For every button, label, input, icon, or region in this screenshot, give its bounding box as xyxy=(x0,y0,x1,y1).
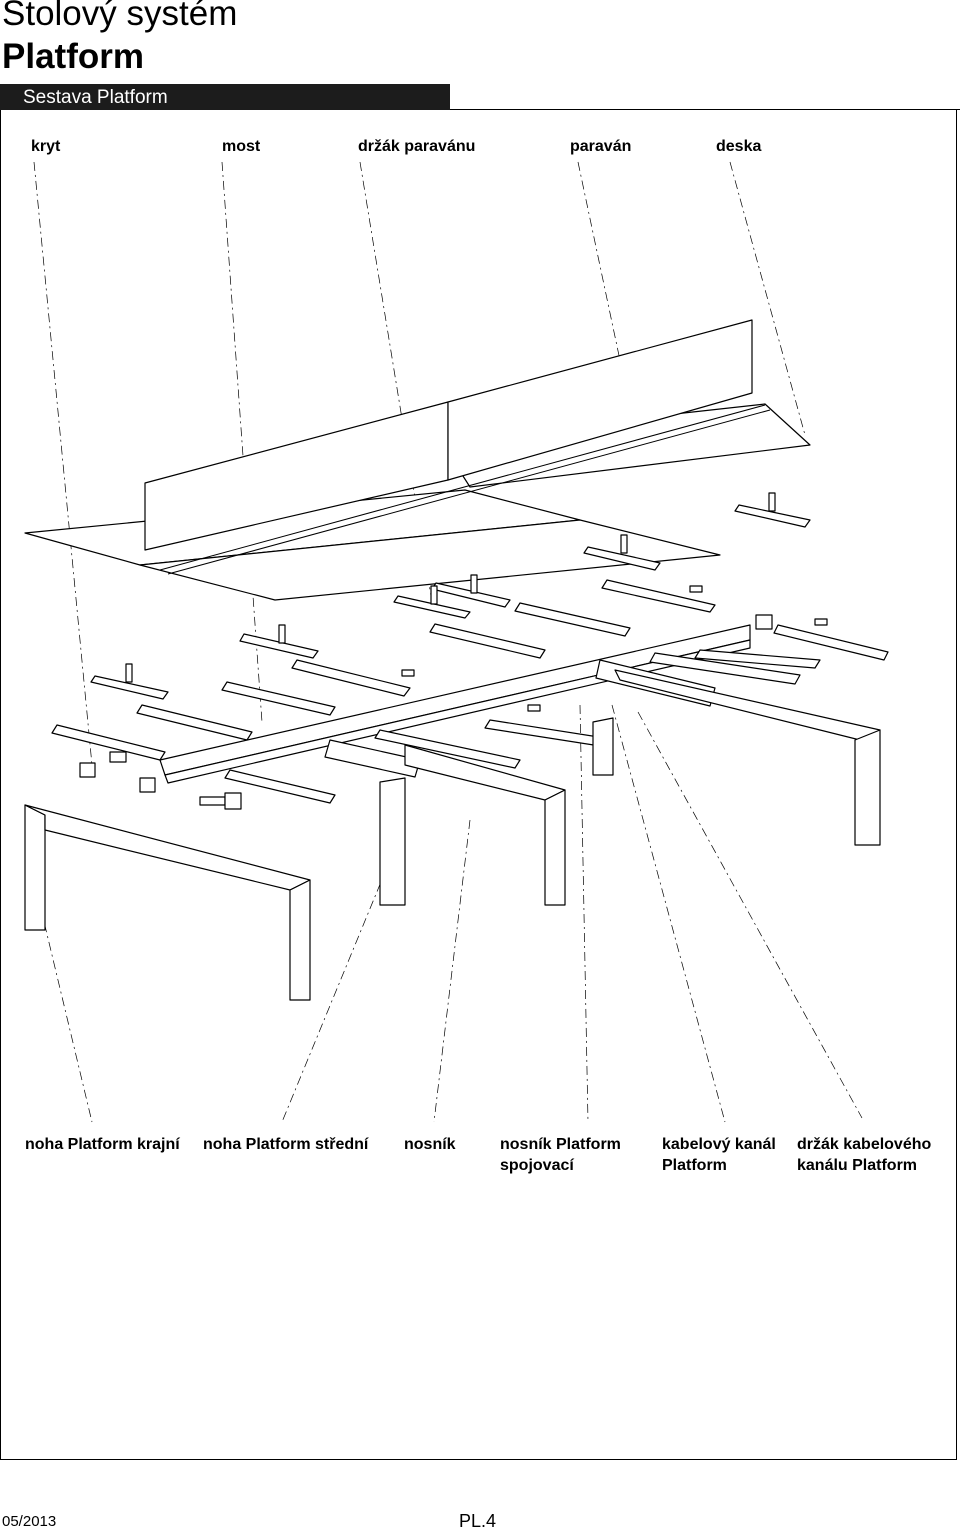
label-most: most xyxy=(222,138,261,155)
label-paravan: paraván xyxy=(570,138,632,155)
footer-page-number: PL.4 xyxy=(459,1511,497,1531)
label-noha-krajni: noha Platform krajní xyxy=(25,1136,180,1153)
label-nosnik-spojovaci-1: nosník Platform xyxy=(500,1136,621,1153)
screen-brackets xyxy=(90,492,811,700)
small-parts xyxy=(79,585,828,810)
screen-panel xyxy=(144,319,753,551)
label-deska: deska xyxy=(716,138,762,155)
label-drzak-paravanu: držák paravánu xyxy=(358,138,476,155)
screen-right xyxy=(447,319,753,481)
label-kabelovy-kanal-1: kabelový kanál xyxy=(662,1136,776,1153)
label-nosnik-spojovaci-2: spojovací xyxy=(500,1157,574,1174)
desk-top-right-front xyxy=(139,519,721,601)
footer-date: 05/2013 xyxy=(2,1513,57,1530)
drawing-frame xyxy=(0,110,957,1460)
label-kabelovy-kanal-2: Platform xyxy=(662,1157,727,1174)
label-nosnik: nosník xyxy=(404,1136,456,1153)
page-title-line1: Stolový systém xyxy=(2,0,238,33)
end-leg-left-post xyxy=(24,804,46,931)
end-leg-right-post xyxy=(854,729,881,846)
center-leg-front xyxy=(379,777,406,906)
label-kryt: kryt xyxy=(31,138,61,155)
legs xyxy=(24,669,881,1001)
page-title-line2: Platform xyxy=(2,37,144,76)
center-leg-back xyxy=(592,717,614,776)
leader-lines xyxy=(33,161,863,1123)
section-rule xyxy=(450,109,960,110)
section-header-bar: Sestava Platform xyxy=(0,84,450,110)
label-drzak-kanalu-2: kanálu Platform xyxy=(797,1157,918,1174)
section-title: Sestava Platform xyxy=(23,87,168,108)
beams xyxy=(51,579,889,804)
label-drzak-kanalu-1: držák kabelového xyxy=(797,1136,932,1153)
label-noha-stredni: noha Platform střední xyxy=(203,1136,369,1153)
